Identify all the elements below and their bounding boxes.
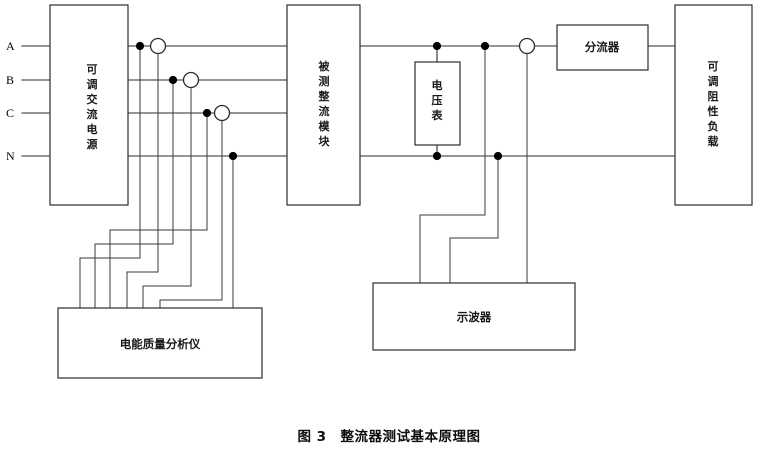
phase-label-c: C (6, 106, 14, 120)
scope-drop-dc-positive (419, 45, 486, 284)
elbow-c-current (159, 299, 223, 309)
ac-source-label-char-1: 可 (87, 63, 98, 76)
load-label-char-3: 阻 (708, 89, 719, 103)
current-probe-ring-dc (518, 37, 536, 55)
ac-source-label-char-6: 源 (87, 137, 98, 151)
elbow-a-current (126, 271, 159, 309)
node-dot-phase-b (168, 75, 178, 85)
current-probe-ring-phase-c (213, 104, 231, 122)
ac-source-label-char-2: 调 (87, 77, 98, 91)
current-probe-ring-phase-a (149, 37, 167, 55)
power-analyzer-body[interactable] (57, 307, 263, 379)
rectifier-label-char-6: 块 (319, 134, 331, 148)
shunt-label: 分流器 (585, 40, 620, 54)
load-label-char-1: 可 (708, 60, 719, 73)
rectifier-label-char-1: 被 (319, 59, 331, 73)
load-label-char-5: 负 (708, 119, 719, 133)
rectifier-label-char-3: 整 (318, 89, 330, 103)
block-shunt[interactable]: 分流器 (556, 24, 649, 71)
block-ac-source[interactable]: 可 调 交 流 电 源 (49, 4, 129, 206)
resistive-load-body[interactable] (674, 4, 753, 206)
node-dot-dc-positive-scope (480, 41, 490, 51)
voltmeter-body[interactable] (414, 61, 461, 146)
load-label-char-2: 调 (708, 74, 719, 88)
node-dot-dc-negative-scope (493, 151, 503, 161)
phase-label-b: B (6, 73, 14, 87)
load-label-char-6: 载 (708, 134, 719, 148)
rectifier-body[interactable] (286, 4, 361, 206)
current-probe-ring-phase-b (182, 71, 200, 89)
ac-source-label-char-3: 交 (87, 92, 98, 106)
ac-source-label-char-4: 流 (87, 107, 98, 121)
phase-label-group: A B C N (6, 39, 15, 163)
block-rectifier-module[interactable]: 被 测 整 流 模 块 (286, 4, 361, 206)
elbow-c-voltage (109, 229, 208, 309)
scope-drop-dc-negative (449, 155, 499, 284)
phase-label-n: N (6, 149, 15, 163)
oscilloscope-label: 示波器 (456, 310, 492, 324)
elbow-a-voltage (79, 257, 141, 309)
ac-measurement-taps (79, 37, 238, 309)
node-dot-neutral (228, 151, 238, 161)
block-oscilloscope[interactable]: 示波器 (372, 282, 576, 351)
block-resistive-load[interactable]: 可 调 阻 性 负 载 (674, 4, 753, 206)
voltmeter-label-char-3: 表 (431, 108, 444, 122)
phase-label-a: A (6, 39, 15, 53)
oscilloscope-body[interactable] (372, 282, 576, 351)
power-analyzer-label: 电能质量分析仪 (120, 337, 201, 351)
dc-measurement-taps (419, 37, 536, 284)
load-label-char-4: 性 (708, 104, 719, 118)
node-dot-phase-a (135, 41, 145, 51)
node-dot-dc-negative-voltmeter (432, 151, 442, 161)
figure-caption: 图 3 整流器测试基本原理图 (297, 428, 480, 445)
elbow-b-voltage (94, 243, 174, 309)
node-dot-phase-c (202, 108, 212, 118)
block-voltmeter[interactable]: 电 压 表 (414, 45, 461, 157)
ac-source-body[interactable] (49, 4, 129, 206)
rectifier-label-char-2: 测 (319, 74, 330, 88)
voltmeter-label-char-2: 压 (432, 93, 443, 107)
input-phase-leads (21, 45, 51, 157)
rectifier-label-char-5: 模 (319, 119, 331, 133)
block-power-analyzer[interactable]: 电能质量分析仪 (57, 307, 263, 379)
shunt-body[interactable] (556, 24, 649, 71)
ac-source-label-char-5: 电 (87, 122, 98, 136)
rectifier-label-char-4: 流 (319, 104, 330, 118)
node-dot-dc-positive-voltmeter (432, 41, 442, 51)
elbow-b-current (142, 285, 192, 309)
voltmeter-label-char-1: 电 (432, 78, 443, 92)
